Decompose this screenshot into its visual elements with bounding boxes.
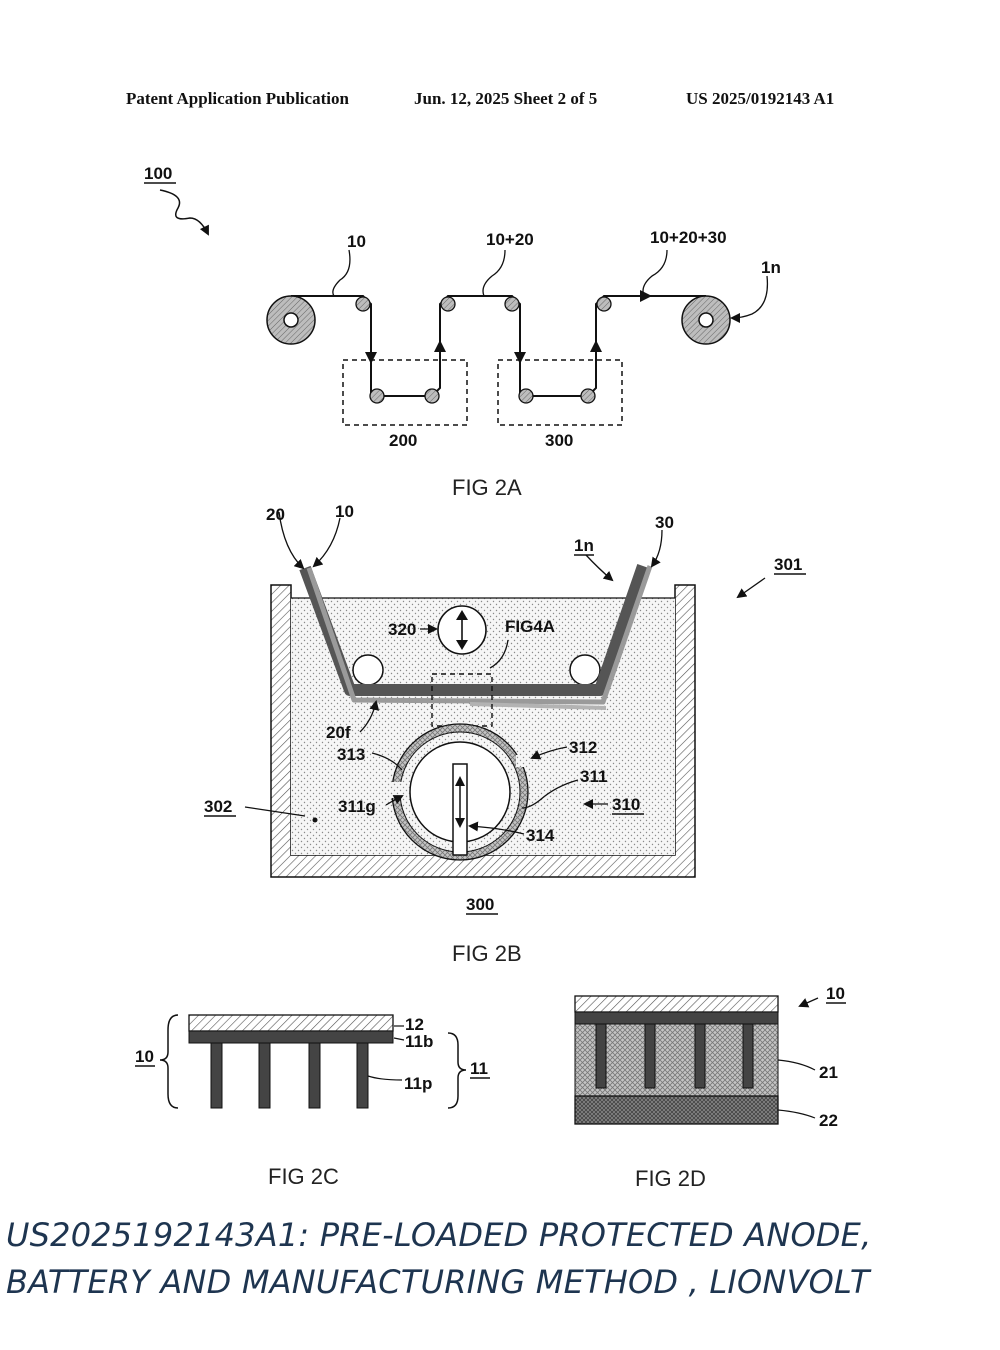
layer-22 (575, 1096, 778, 1124)
guide-roller (597, 297, 611, 311)
leader-100 (160, 190, 208, 234)
guide-roller (441, 297, 455, 311)
guide-roller (356, 297, 370, 311)
label-1n: 1n (761, 258, 781, 277)
fig-2d-title: FIG 2D (635, 1166, 706, 1191)
label-314: 314 (526, 826, 555, 845)
label-11: 11 (470, 1059, 488, 1078)
guide-roller (425, 389, 439, 403)
fig-2a: 100 10 (144, 164, 781, 500)
label-312: 312 (569, 738, 597, 757)
label-10-b: 10 (335, 502, 354, 521)
station-200-box (343, 360, 467, 425)
guide-roller (370, 389, 384, 403)
label-22: 22 (819, 1111, 838, 1130)
brace-10 (160, 1015, 178, 1108)
label-20: 20 (266, 505, 285, 524)
label-313: 313 (337, 745, 365, 764)
label-10: 10 (347, 232, 366, 251)
label-320: 320 (388, 620, 416, 639)
label-30: 30 (655, 513, 674, 532)
base-11b (189, 1031, 393, 1043)
pillar-d (596, 1024, 606, 1088)
fig-2c: 10 12 11b 11p 11 FIG 2C (135, 1015, 490, 1189)
caption-line-2: BATTERY AND MANUFACTURING METHOD , LIONV… (6, 1263, 870, 1301)
label-10-20: 10+20 (486, 230, 534, 249)
station-300-box (498, 360, 622, 425)
fig-2d: 10 21 22 FIG 2D (575, 984, 846, 1191)
label-20f: 20f (326, 723, 351, 742)
pillar-d (645, 1024, 655, 1088)
label-311g: 311g (338, 797, 376, 816)
label-300-b: 300 (466, 895, 494, 914)
label-1n-b: 1n (574, 536, 594, 555)
label-302: 302 (204, 797, 232, 816)
pillar-d (743, 1024, 753, 1088)
label-10-d: 10 (826, 984, 845, 1003)
pillar-d (695, 1024, 705, 1088)
pillar-11p (357, 1043, 368, 1108)
label-311: 311 (580, 767, 607, 786)
fig-2b-title: FIG 2B (452, 941, 522, 966)
pillar-11p (211, 1043, 222, 1108)
fig-2a-title: FIG 2A (452, 475, 522, 500)
fig-2b: 20 10 30 1n 301 320 FIG4A 20f 313 312 31… (204, 502, 806, 966)
pillar-11p (309, 1043, 320, 1108)
pillar-11p (259, 1043, 270, 1108)
fig-2c-title: FIG 2C (268, 1164, 339, 1189)
bath-roller-right (570, 655, 600, 685)
label-11b: 11b (405, 1032, 433, 1051)
label-10-20-30: 10+20+30 (650, 228, 727, 247)
caption-line-1: US2025192143A1: PRE-LOADED PROTECTED ANO… (6, 1216, 871, 1254)
label-10-c: 10 (135, 1047, 154, 1066)
label-300: 300 (545, 431, 573, 450)
web-path (291, 296, 706, 396)
brace-11 (448, 1033, 466, 1108)
label-301: 301 (774, 555, 802, 574)
label-fig4a: FIG4A (505, 617, 555, 636)
label-11p: 11p (404, 1074, 432, 1093)
patent-drawing-sheet: 100 10 (0, 0, 1000, 1200)
label-21: 21 (819, 1063, 838, 1082)
label-200: 200 (389, 431, 417, 450)
label-100: 100 (144, 164, 172, 183)
guide-roller (505, 297, 519, 311)
layer-12-d (575, 996, 778, 1012)
label-310: 310 (612, 795, 640, 814)
layer-12 (189, 1015, 393, 1031)
guide-roller (581, 389, 595, 403)
bath-roller-left (353, 655, 383, 685)
guide-roller (519, 389, 533, 403)
